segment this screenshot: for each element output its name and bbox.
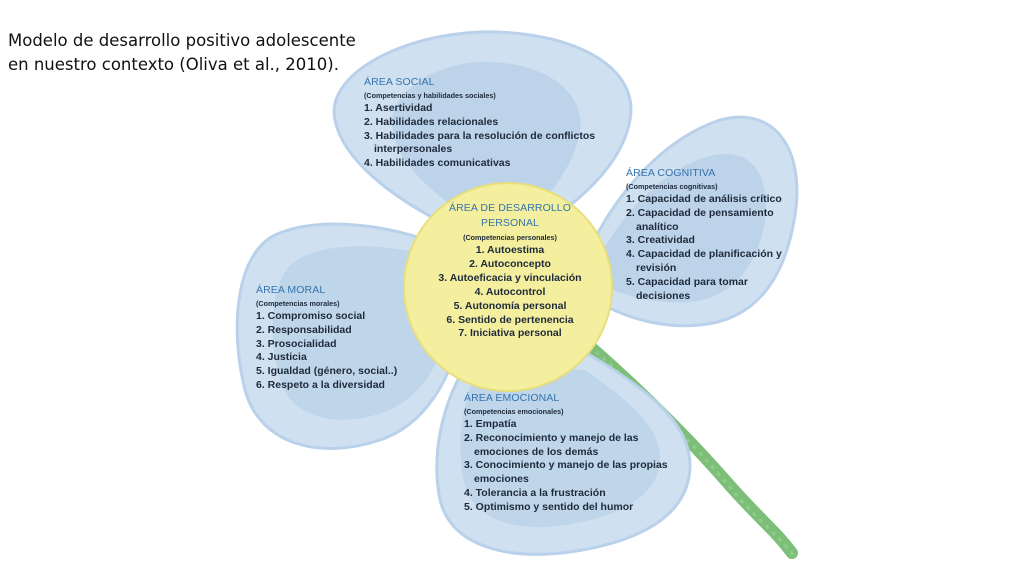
slide-title-line: Modelo de desarrollo positivo adolescent… [8, 31, 356, 50]
list-item: 4. Habilidades comunicativas [364, 157, 511, 170]
area-personal-subtitle: (Competencias personales) [463, 233, 557, 242]
list-item: 1. Autoestima [475, 244, 545, 256]
area-personal-title: ÁREA DE DESARROLLO PERSONAL [448, 202, 571, 229]
area-cognitiva-subtitle: (Competencias cognitivas) [626, 182, 718, 191]
flower-stem-texture [595, 350, 796, 557]
list-item: 2. Habilidades relacionales [364, 115, 499, 128]
list-item: 4. Autocontrol [474, 285, 546, 298]
list-item: 4. Tolerancia a la frustración [464, 486, 606, 499]
list-item: 1. Empatía [464, 418, 517, 430]
list-item: 3. Conocimiento y manejo de las propias … [464, 459, 668, 486]
list-item: 5. Igualdad (género, social..) [256, 365, 398, 378]
area-social-subtitle: (Competencias y habilidades sociales) [364, 91, 496, 100]
area-personal-list: 1. Autoestima 2. Autoconcepto 3. Autoefi… [410, 244, 610, 341]
area-moral-subtitle: (Competencias morales) [256, 299, 340, 308]
area-cognitiva: ÁREA COGNITIVA (Competencias cognitivas)… [626, 167, 801, 303]
area-cognitiva-title: ÁREA COGNITIVA [626, 167, 716, 179]
list-item: 1. Capacidad de análisis crítico [626, 193, 782, 205]
list-item: 4. Justicia [256, 351, 307, 364]
area-moral-list: 1. Compromiso social 2. Responsabilidad … [256, 310, 426, 393]
list-item: 3. Prosocialidad [256, 337, 337, 350]
list-item: 5. Autonomía personal [453, 299, 567, 312]
list-item: 6. Sentido de pertenencia [446, 313, 574, 326]
list-item: 1. Compromiso social [256, 310, 366, 322]
petal-cognitiva-inner [595, 154, 766, 303]
area-emocional-title: ÁREA EMOCIONAL [464, 392, 560, 404]
list-item: 5. Capacidad para tomar decisiones [626, 275, 748, 302]
list-item: 5. Optimismo y sentido del humor [464, 500, 634, 513]
area-emocional-subtitle: (Competencias emocionales) [464, 407, 564, 416]
area-emocional: ÁREA EMOCIONAL (Competencias emocionales… [464, 392, 684, 515]
list-item: 2. Autoconcepto [469, 257, 551, 270]
area-personal: ÁREA DE DESARROLLO PERSONAL (Competencia… [430, 201, 590, 341]
slide-title-line: en nuestro contexto (Oliva et al., 2010)… [8, 55, 339, 74]
list-item: 3. Autoeficacia y vinculación [438, 271, 582, 284]
list-item: 4. Capacidad de planificación y revisión [626, 248, 782, 274]
area-social: ÁREA SOCIAL (Competencias y habilidades … [364, 76, 626, 171]
area-moral-title: ÁREA MORAL [256, 284, 326, 296]
list-item: 6. Respeto a la diversidad [256, 378, 385, 391]
list-item: 3. Habilidades para la resolución de con… [364, 129, 596, 156]
list-item: 7. Iniciativa personal [458, 327, 562, 340]
list-item: 2. Capacidad de pensamiento analítico [626, 206, 774, 233]
slide-title: Modelo de desarrollo positivo adolescent… [8, 29, 356, 77]
area-cognitiva-list: 1. Capacidad de análisis crítico 2. Capa… [626, 193, 801, 303]
area-emocional-list: 1. Empatía 2. Reconocimiento y manejo de… [464, 418, 684, 515]
area-social-title: ÁREA SOCIAL [364, 76, 435, 88]
list-item: 3. Creatividad [626, 234, 695, 247]
list-item: 2. Reconocimiento y manejo de las emocio… [464, 431, 639, 458]
area-social-list: 1. Asertividad 2. Habilidades relacional… [364, 102, 626, 171]
area-moral: ÁREA MORAL (Competencias morales) 1. Com… [256, 284, 426, 393]
list-item: 1. Asertividad [364, 102, 433, 114]
petal-emocional-inner [460, 365, 660, 528]
list-item: 2. Responsabilidad [256, 323, 352, 336]
center-circle [403, 182, 613, 392]
